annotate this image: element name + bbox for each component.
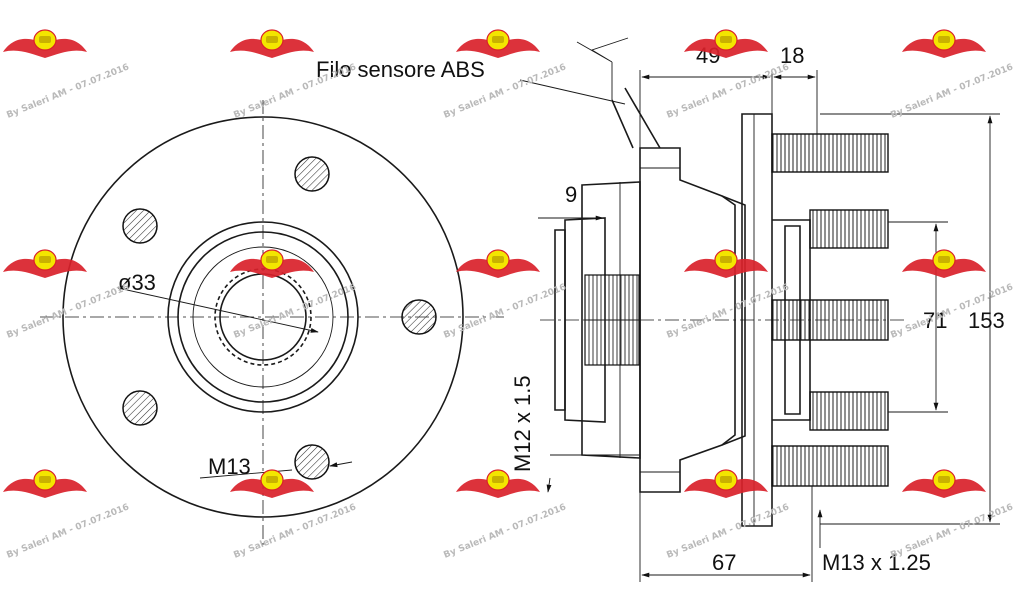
dim-9: 9	[565, 182, 577, 207]
watermark-text: By Saleri AM - 07.07.2016	[5, 502, 130, 560]
hub-collar-inner	[177, 231, 349, 403]
watermark-logo	[901, 469, 987, 499]
dim-153: 153	[968, 308, 1005, 333]
watermark-logo	[683, 469, 769, 499]
stud-hole	[401, 299, 437, 335]
watermark-logo	[901, 29, 987, 59]
axle-thread-spec: M12 x 1.5	[510, 375, 535, 472]
bearing-housing	[639, 147, 736, 493]
watermark-logo	[901, 249, 987, 279]
watermark-logo	[2, 469, 88, 499]
stud-hole	[294, 156, 330, 192]
watermark-text: By Saleri AM - 07.07.2016	[442, 502, 567, 560]
watermark-text: By Saleri AM - 07.07.2016	[5, 282, 130, 340]
stud-thread-label: M13	[208, 454, 251, 479]
hub-flange-outline	[62, 116, 464, 518]
watermark-logo	[229, 29, 315, 59]
watermark-logo	[455, 469, 541, 499]
bore-diameter-label: ø33	[118, 270, 156, 295]
stud-thread-spec: M13 x 1.25	[822, 550, 931, 575]
wheel-stud	[771, 445, 889, 487]
watermark-text: By Saleri AM - 07.07.2016	[889, 502, 1014, 560]
watermark-logo	[455, 29, 541, 59]
watermark-logo	[2, 249, 88, 279]
watermark-logo	[455, 249, 541, 279]
watermark-text: By Saleri AM - 07.07.2016	[5, 62, 130, 120]
stud-hole	[122, 390, 158, 426]
watermark-text: By Saleri AM - 07.07.2016	[889, 62, 1014, 120]
abs-sensor-label: Filo sensore ABS	[316, 57, 485, 82]
wheel-flange	[741, 113, 773, 527]
side-view: Filo sensore ABS 49 18	[316, 37, 1005, 582]
wheel-stud	[809, 391, 889, 431]
wheel-stud	[771, 133, 889, 173]
dim-67: 67	[712, 550, 736, 575]
watermark-text: By Saleri AM - 07.07.2016	[232, 62, 357, 120]
watermark-logo	[2, 29, 88, 59]
front-view: ø33 M13	[40, 100, 508, 545]
wheel-stud	[771, 299, 889, 341]
watermark-text: By Saleri AM - 07.07.2016	[232, 502, 357, 560]
abs-sensor-wire	[611, 87, 661, 149]
watermark-text: By Saleri AM - 07.07.2016	[232, 282, 357, 340]
stud-hole	[122, 208, 158, 244]
dim-71: 71	[923, 308, 947, 333]
watermark-logo	[683, 249, 769, 279]
wheel-stud	[809, 209, 889, 249]
stud-hole	[294, 444, 330, 480]
dim-18: 18	[780, 43, 804, 68]
hub-collar-outer	[167, 221, 359, 413]
